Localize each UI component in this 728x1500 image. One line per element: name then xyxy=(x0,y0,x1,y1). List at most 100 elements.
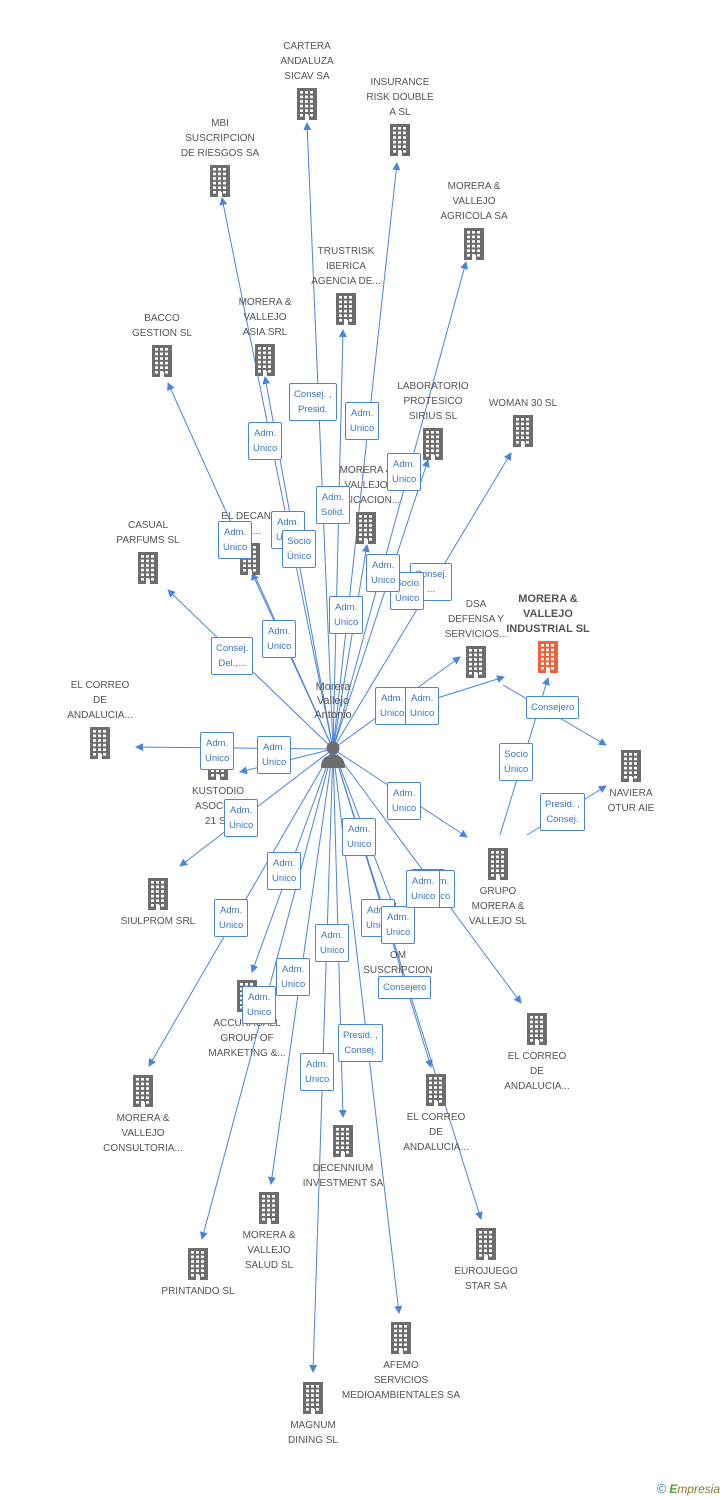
building-icon xyxy=(138,552,158,584)
badge-text-line: Consej. xyxy=(344,1045,377,1056)
link-person-to-insurance xyxy=(332,162,401,750)
company-name-line: AGRICOLA SA xyxy=(440,211,508,222)
building-icon xyxy=(513,415,533,447)
relationship-badge[interactable]: Adm.Unico xyxy=(257,736,292,774)
building-icon xyxy=(148,878,168,910)
company-node-woman[interactable]: WOMAN 30 SL xyxy=(463,398,583,449)
company-name-line: DE xyxy=(429,1127,443,1138)
brand-initial: E xyxy=(669,1482,678,1496)
badge-text-line: Único xyxy=(395,593,420,604)
company-name-line: ANDALUCIA... xyxy=(403,1142,469,1153)
badge-text-line: Unico xyxy=(305,1074,330,1085)
relationship-badge[interactable]: Adm.Unico xyxy=(345,402,380,440)
badge-text-line: Presid. , xyxy=(545,799,580,810)
person-icon xyxy=(319,740,347,773)
relationship-badge[interactable]: Adm.Unico xyxy=(300,1053,335,1091)
building-icon xyxy=(333,1125,353,1157)
relationship-badge[interactable]: Adm.Unico xyxy=(315,924,350,962)
badge-text-line: Consej. , xyxy=(294,389,332,400)
relationship-badge[interactable]: Adm.Unico xyxy=(276,958,311,996)
building-icon xyxy=(488,848,508,880)
relationship-badge[interactable]: Adm. Unico xyxy=(214,899,249,937)
relationship-badge[interactable]: Adm.Unico xyxy=(387,782,422,820)
relationship-badge[interactable]: Adm.Unico xyxy=(267,852,302,890)
relationship-badge[interactable]: Adm.Unico xyxy=(387,453,422,491)
relationship-badge[interactable]: Adm.Unico xyxy=(342,818,377,856)
company-name-line: EL CORREO xyxy=(70,680,130,691)
relationship-badge[interactable]: Adm.Unico xyxy=(381,906,416,944)
company-name-line: VALLEJO xyxy=(452,196,496,207)
badge-text-line: Adm. xyxy=(367,905,390,916)
building-icon xyxy=(390,124,410,156)
company-node-siulprom[interactable]: SIULPROM SRL xyxy=(98,878,218,927)
building-icon xyxy=(466,646,486,678)
relationship-badge[interactable]: Consejero xyxy=(526,696,580,719)
relationship-badge[interactable]: Adm.Unico xyxy=(262,620,297,658)
badge-text-line: Adm. xyxy=(220,905,243,916)
badge-text-line: Adm. xyxy=(230,805,253,816)
relationship-badge[interactable]: Adm.Solid. xyxy=(316,486,350,524)
company-name-line: INDUSTRIAL SL xyxy=(506,623,590,635)
company-name-line: EL CORREO xyxy=(507,1051,567,1062)
company-node-agricola[interactable]: MORERA & VALLEJO AGRICOLA SA xyxy=(414,181,534,262)
badge-text-line: Unico xyxy=(223,542,248,553)
relationship-badge[interactable]: Consej.Del.,... xyxy=(211,637,254,675)
badge-text-line: Unico xyxy=(219,920,244,931)
link-person-to-laboratorio xyxy=(332,459,430,750)
relationship-badge[interactable]: Adm.Unico xyxy=(248,422,283,460)
company-name-line: OM xyxy=(389,950,407,961)
company-name-line: SERVICIOS... xyxy=(444,629,508,640)
relationship-badge[interactable]: Adm.Unico xyxy=(405,687,440,725)
relationship-badge[interactable]: Consej. ,Presid. xyxy=(289,383,337,421)
relationship-badge[interactable]: Adm.Unico xyxy=(366,554,401,592)
relationship-badge[interactable]: Adm.Unico xyxy=(200,732,235,770)
badge-text-line: Unico xyxy=(272,873,297,884)
badge-text-line: Unico xyxy=(350,423,375,434)
company-node-printando[interactable]: PRINTANDO SL xyxy=(138,1248,258,1297)
company-name-line: MORERA & xyxy=(116,1113,170,1124)
relationship-badge[interactable]: Adm.Unico xyxy=(406,870,441,908)
badge-text-line: Adm. xyxy=(393,788,416,799)
company-name-line: VALLEJO xyxy=(344,480,388,491)
relationship-badge[interactable]: Presid. ,Consej. xyxy=(540,793,585,831)
relationship-badge[interactable]: Adm.Unico xyxy=(329,596,364,634)
company-name-line: DE xyxy=(530,1066,544,1077)
relationship-badge[interactable]: Consejero xyxy=(378,976,432,999)
relationship-badge[interactable]: Adm.Unico xyxy=(375,687,410,725)
building-icon xyxy=(152,345,172,377)
relationship-badge[interactable]: Adm.Unico xyxy=(218,521,253,559)
relationship-badge[interactable]: Adm.Unico xyxy=(242,986,277,1024)
relationship-badge[interactable]: Adm.Unico xyxy=(224,799,259,837)
company-name-line: IBERICA xyxy=(325,261,366,272)
company-name-line: INVESTMENT SA xyxy=(302,1178,384,1189)
badge-text-line: Unico xyxy=(410,708,435,719)
company-name-line: MORERA & xyxy=(447,181,501,192)
badge-text-line: Unico xyxy=(281,979,306,990)
relationship-badge[interactable]: Presid. ,Consej. xyxy=(338,1024,383,1062)
